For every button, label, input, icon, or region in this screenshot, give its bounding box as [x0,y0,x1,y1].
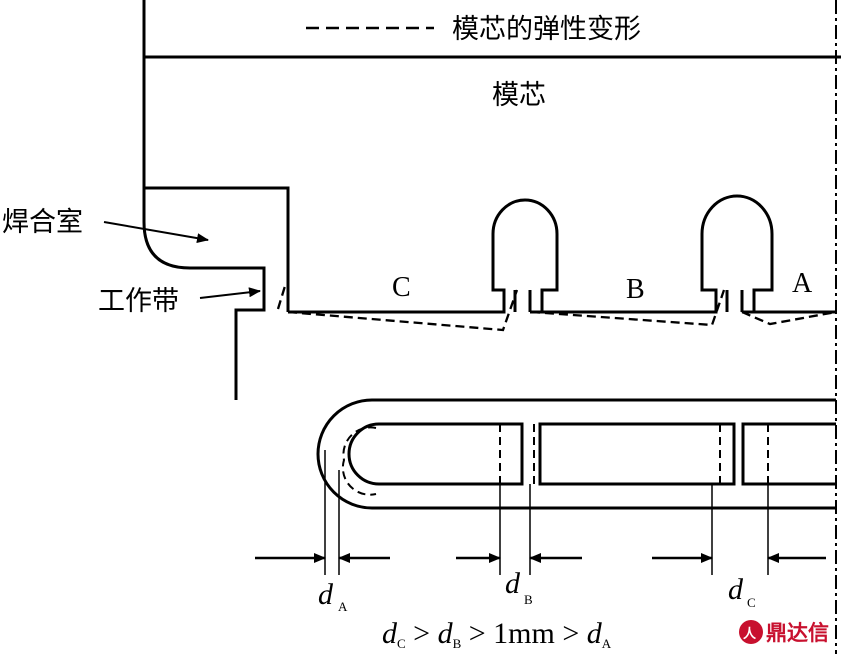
bearing-leader [199,287,261,299]
formula: dC > dB > 1mm > dA [382,617,612,651]
profile-plan-view [316,398,836,510]
elastic-deformation-dashed [276,285,837,332]
mandrel-label: 模芯 [492,80,546,111]
dimension-extension-lines [324,450,769,575]
top-frame [142,0,841,188]
svg-text:d: d [728,573,744,606]
bearing-label: 工作带 [98,286,179,317]
zone-a-label: A [792,268,813,299]
watermark-logo: 人 鼎达信 [739,620,829,645]
dimension-label-dc: d C [728,573,756,610]
welding-chamber-leader [103,221,209,244]
svg-text:B: B [524,592,533,607]
svg-text:A: A [338,599,348,614]
dimension-label-da: d A [318,578,348,614]
dimension-label-db: d B [505,567,533,607]
svg-text:d: d [318,578,334,611]
zone-b-label: B [626,274,645,305]
profile-plan-dashed [341,424,769,496]
mandrel-bottom-profile [288,194,836,314]
svg-text:C: C [747,595,756,610]
svg-text:人: 人 [743,626,757,642]
legend-label: 模芯的弹性变形 [452,14,641,45]
svg-text:d: d [505,567,521,600]
zone-c-label: C [392,272,411,303]
watermark-icon [739,620,763,644]
welding-chamber-label: 焊合室 [2,207,83,238]
watermark-text: 鼎达信 [766,621,829,645]
